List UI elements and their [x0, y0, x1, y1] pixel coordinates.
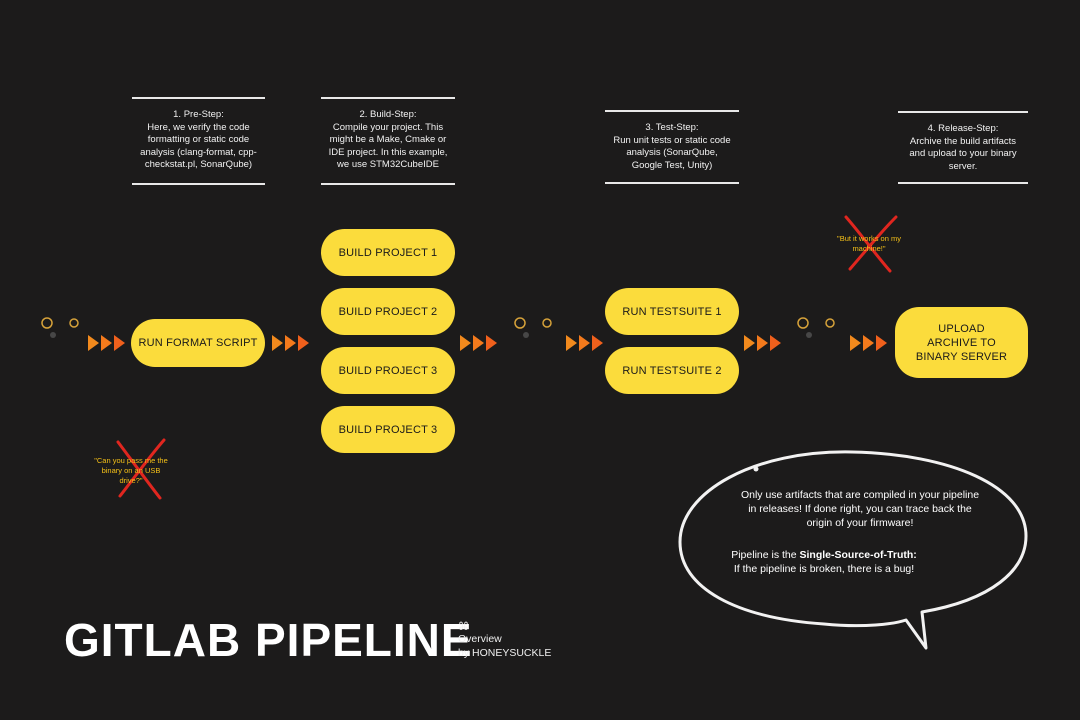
step-1-body: Here, we verify the code formatting or s… [140, 121, 257, 171]
cross-icon [844, 215, 898, 273]
speech-line-prefix: Pipeline is the [731, 549, 800, 561]
step-1-description: 1. Pre-Step: Here, we verify the code fo… [132, 97, 265, 185]
step-2-body: Compile your project. This might be a Ma… [328, 121, 448, 171]
job-run-testsuite-2[interactable]: RUN TESTSUITE 2 [605, 347, 739, 394]
step-4-description: 4. Release-Step: Archive the build artif… [898, 111, 1028, 184]
arrow-right-icon [566, 335, 605, 351]
speech-line-bold: Single-Source-of-Truth: [799, 549, 917, 561]
step-2-description: 2. Build-Step: Compile your project. Thi… [321, 97, 455, 185]
job-run-format-script[interactable]: RUN FORMAT SCRIPT [131, 319, 265, 367]
step-4-heading: 4. Release-Step: [927, 123, 999, 134]
job-build-project-1[interactable]: BUILD PROJECT 1 [321, 229, 455, 276]
cross-icon [116, 438, 166, 500]
arrow-right-icon [744, 335, 783, 351]
subtitle-author: by HONEYSUCKLE [458, 647, 552, 659]
speech-line-artifacts: Only use artifacts that are compiled in … [740, 489, 980, 529]
bubble-icon [510, 317, 556, 365]
bubble-icon [37, 317, 83, 365]
step-3-body: Run unit tests or static code analysis (… [613, 134, 731, 171]
step-1-heading: 1. Pre-Step: [173, 109, 224, 120]
arrow-right-icon [460, 335, 499, 351]
job-upload-archive[interactable]: UPLOAD ARCHIVE TO BINARY SERVER [895, 307, 1028, 378]
quote-usb-drive: "Can you pass me the binary on an USB dr… [94, 456, 168, 485]
speech-line-broken: If the pipeline is broken, there is a bu… [733, 563, 915, 575]
step-2-heading: 2. Build-Step: [359, 109, 417, 120]
speech-bubble-icon [678, 450, 1028, 650]
arrow-right-icon [272, 335, 311, 351]
step-3-heading: 3. Test-Step: [645, 122, 699, 133]
command-icon: ⌘ [458, 621, 469, 633]
job-build-project-3[interactable]: BUILD PROJECT 3 [321, 347, 455, 394]
page-title: GITLAB PIPELINE [64, 614, 473, 666]
job-build-project-2[interactable]: BUILD PROJECT 2 [321, 288, 455, 335]
job-run-testsuite-1[interactable]: RUN TESTSUITE 1 [605, 288, 739, 335]
bubble-icon [793, 317, 839, 365]
step-3-description: 3. Test-Step: Run unit tests or static c… [605, 110, 739, 184]
job-build-project-3b[interactable]: BUILD PROJECT 3 [321, 406, 455, 453]
step-4-body: Archive the build artifacts and upload t… [909, 135, 1017, 172]
quote-works-on-my-machine: "But it works on my machine!" [837, 234, 901, 253]
subtitle-overview: Overview [458, 633, 502, 645]
arrow-right-icon [850, 335, 889, 351]
arrow-right-icon [88, 335, 127, 351]
speech-line-single-source: Pipeline is the Single-Source-of-Truth: … [714, 548, 934, 576]
